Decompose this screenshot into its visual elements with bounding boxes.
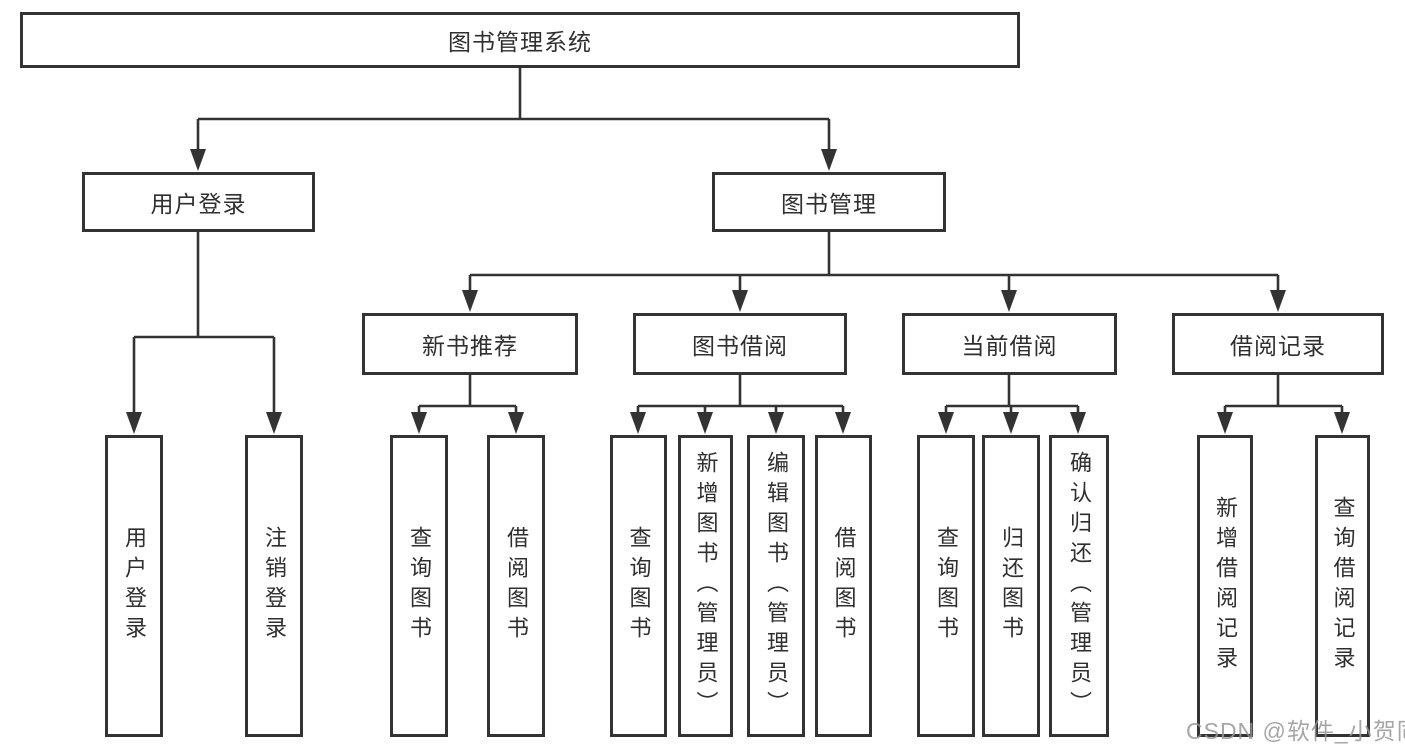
- node-user-login-label: 用户登录: [150, 191, 247, 217]
- node-current-borrowing-label: 当前借阅: [961, 333, 1058, 359]
- node-bb-borrow-book-label: 借阅图书: [831, 526, 857, 646]
- node-rec-query-book: 查询图书: [390, 435, 448, 737]
- node-bb-query-book: 查询图书: [610, 435, 667, 737]
- node-bb-query-book-label: 查询图书: [626, 526, 652, 646]
- node-root: 图书管理系统: [20, 12, 1020, 68]
- node-bb-edit-book: 编辑图书（管理员）: [747, 435, 805, 737]
- node-br-query-record-label: 查询借阅记录: [1330, 496, 1356, 676]
- node-br-add-record: 新增借阅记录: [1197, 435, 1253, 737]
- node-bb-add-book-label: 新增图书（管理员）: [693, 451, 719, 721]
- node-cb-confirm-return-label: 确认归还（管理员）: [1067, 451, 1092, 721]
- node-rec-query-book-label: 查询图书: [407, 526, 432, 646]
- node-leaf-logout-label: 注销登录: [262, 526, 287, 646]
- node-cb-return-book: 归还图书: [982, 435, 1040, 737]
- watermark: CSDN @软件_小贺同学: [1186, 718, 1405, 744]
- node-cb-query-book: 查询图书: [917, 435, 975, 737]
- node-cb-query-book-label: 查询图书: [934, 526, 959, 646]
- node-user-login: 用户登录: [82, 172, 315, 232]
- node-borrow-records: 借阅记录: [1172, 313, 1384, 375]
- node-borrow-records-label: 借阅记录: [1230, 333, 1326, 359]
- node-bb-add-book: 新增图书（管理员）: [678, 435, 733, 737]
- node-cb-return-book-label: 归还图书: [999, 526, 1024, 646]
- node-rec-borrow-book: 借阅图书: [487, 435, 545, 737]
- node-new-book-recommend: 新书推荐: [362, 313, 578, 375]
- node-bb-edit-book-label: 编辑图书（管理员）: [764, 451, 789, 721]
- node-book-management-label: 图书管理: [781, 191, 877, 217]
- node-leaf-user-login-label: 用户登录: [122, 526, 147, 646]
- node-cb-confirm-return: 确认归还（管理员）: [1049, 435, 1109, 737]
- node-root-label: 图书管理系统: [448, 29, 592, 55]
- node-leaf-user-login: 用户登录: [105, 435, 163, 737]
- node-new-book-recommend-label: 新书推荐: [422, 333, 518, 359]
- node-leaf-logout: 注销登录: [245, 435, 303, 737]
- node-rec-borrow-book-label: 借阅图书: [504, 526, 529, 646]
- node-br-add-record-label: 新增借阅记录: [1213, 496, 1238, 676]
- node-current-borrowing: 当前借阅: [902, 313, 1117, 375]
- node-book-management: 图书管理: [712, 172, 946, 232]
- node-br-query-record: 查询借阅记录: [1315, 435, 1370, 737]
- node-bb-borrow-book: 借阅图书: [815, 435, 872, 737]
- arrowhead-icons: [126, 149, 1350, 434]
- node-book-borrowing-label: 图书借阅: [692, 333, 788, 359]
- node-book-borrowing: 图书借阅: [633, 313, 847, 375]
